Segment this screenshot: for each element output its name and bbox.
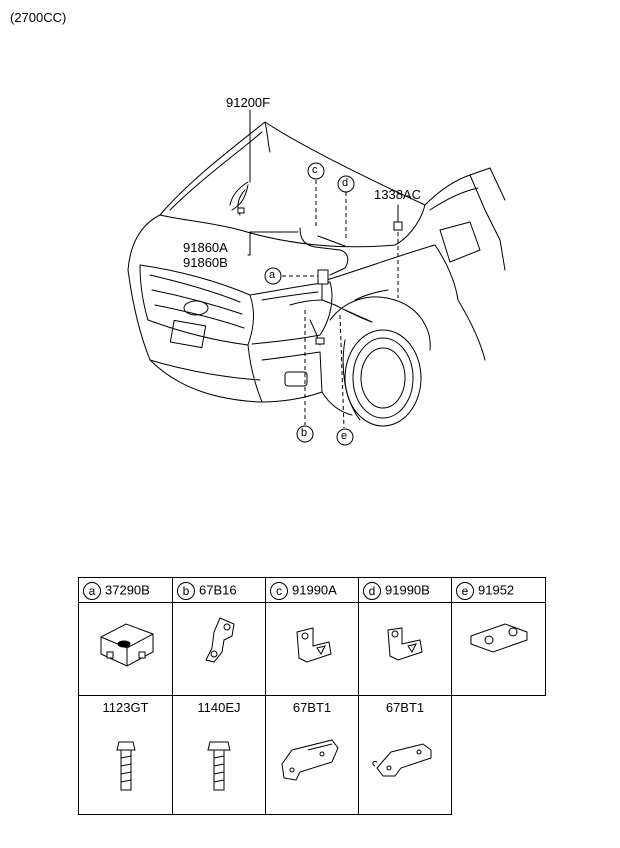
part-number: 67BT1	[292, 700, 332, 715]
part-cell-67BT1-b: 67BT1	[358, 695, 452, 815]
plate-icon	[470, 623, 527, 653]
callout-c: c	[312, 164, 318, 176]
callout-d: d	[342, 177, 349, 189]
part-cell-1123GT: 1123GT	[78, 695, 173, 815]
bracket-icon	[387, 627, 423, 661]
callout-e: e	[341, 430, 348, 442]
part-number: 1140EJ	[197, 700, 241, 715]
vehicle-wiring-diagram	[127, 109, 506, 446]
part-number: 1123GT	[102, 700, 149, 715]
part-number: 67B16	[199, 582, 237, 598]
part-number: 91990A	[292, 582, 337, 598]
relay-box-icon	[100, 623, 153, 667]
part-letter-d: d	[363, 581, 381, 600]
part-letter-e: e	[456, 581, 474, 600]
bracket-icon	[281, 739, 339, 781]
part-number: 67BT1	[385, 700, 425, 715]
part-letter-b: b	[177, 581, 195, 600]
part-cell-1140EJ: 1140EJ	[172, 695, 266, 815]
bracket-b-part-number: 91860B	[183, 255, 228, 270]
callout-b: b	[301, 427, 308, 439]
bolt-part-number: 1338AC	[374, 187, 421, 202]
bolt-icon	[207, 741, 231, 791]
part-number: 91952	[478, 582, 515, 598]
bracket-icon	[205, 617, 235, 663]
part-letter-a: a	[83, 581, 101, 600]
harness-part-number: 91200F	[226, 95, 271, 110]
bracket-icon	[372, 743, 432, 777]
callout-a: a	[269, 269, 276, 281]
bracket-a-part-number: 91860A	[183, 240, 228, 255]
part-letter-c: c	[270, 581, 288, 600]
engine-label: (2700CC)	[10, 10, 67, 25]
part-number: 37290B	[105, 582, 150, 598]
bracket-icon	[296, 627, 332, 663]
bolt-icon	[115, 741, 136, 791]
part-cell-67BT1-a: 67BT1	[265, 695, 359, 815]
part-number: 91990B	[385, 582, 430, 598]
